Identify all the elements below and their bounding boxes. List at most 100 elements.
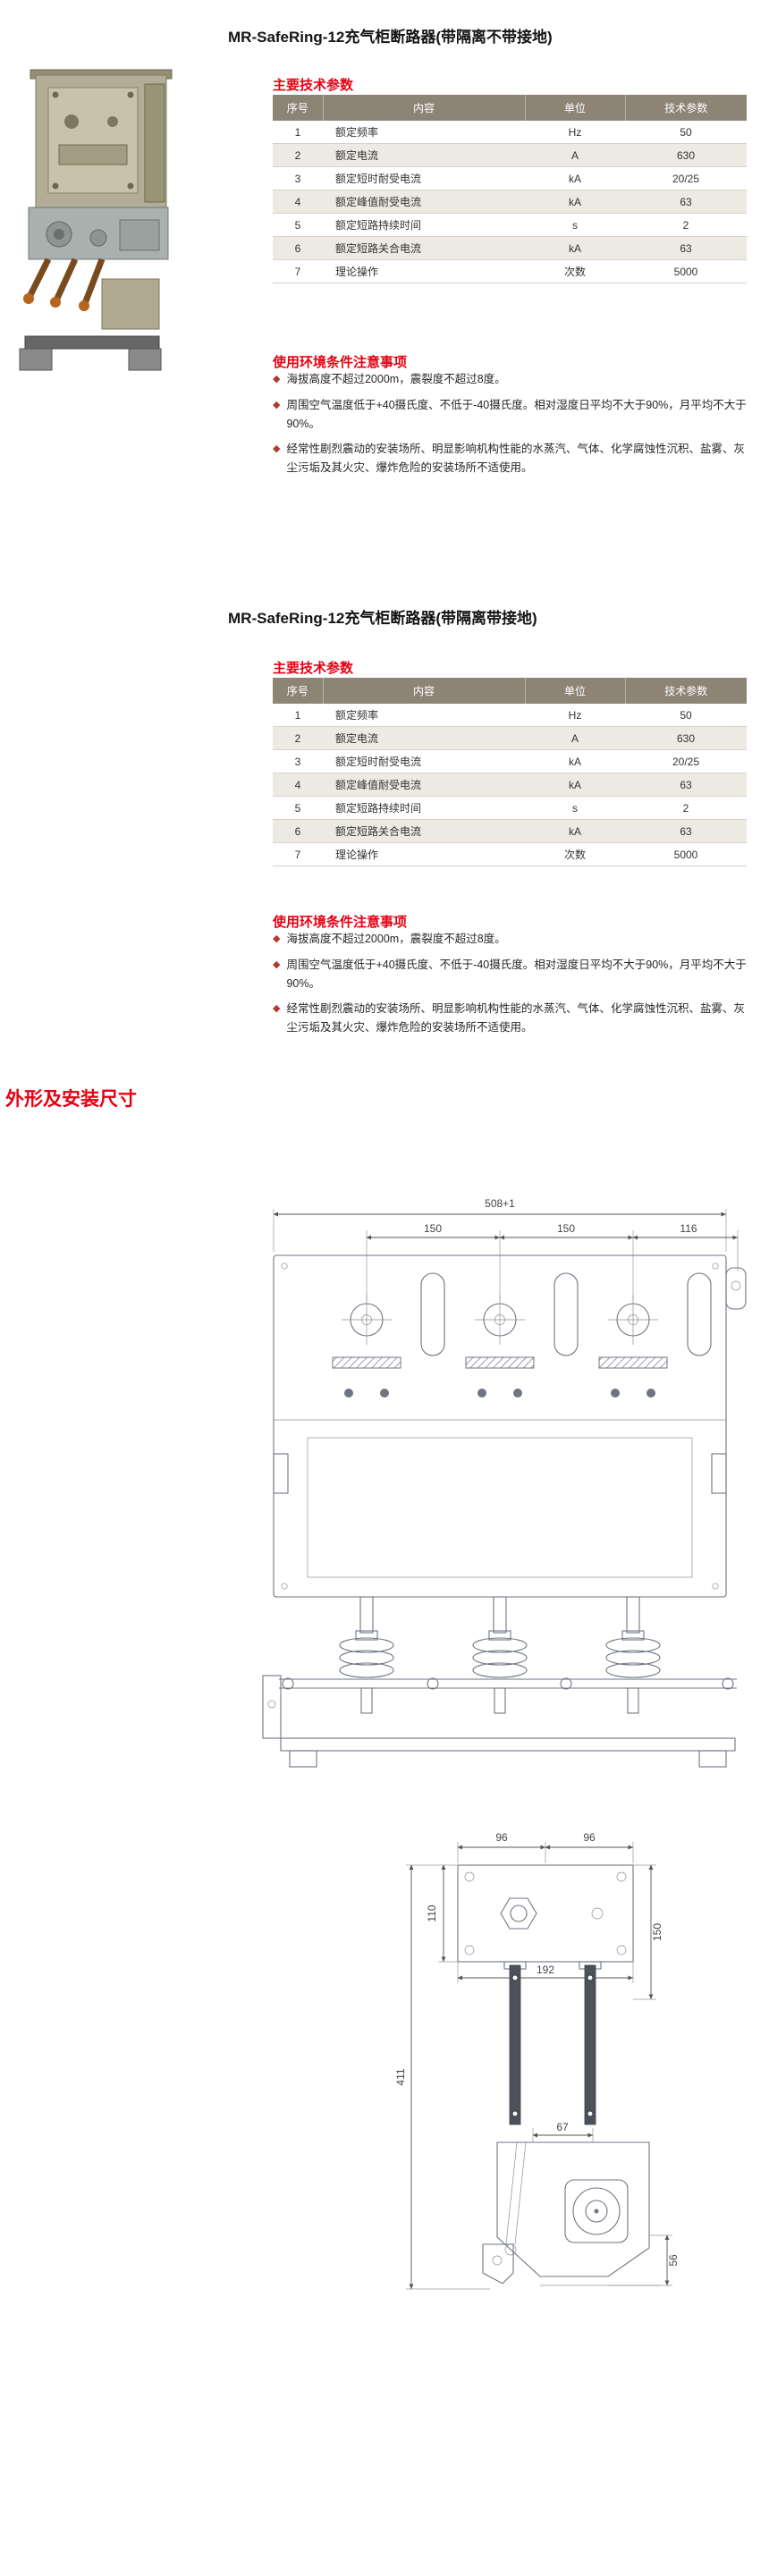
cell-unit: kA	[525, 166, 625, 190]
note-item: ◆ 经常性剧烈震动的安装场所、明显影响机构性能的水蒸汽、气体、化学腐蚀性沉积、盐…	[273, 440, 756, 477]
params-heading-2: 主要技术参数	[273, 661, 354, 677]
diamond-bullet-icon: ◆	[273, 374, 281, 384]
note-text: 经常性剧烈震动的安装场所、明显影响机构性能的水蒸汽、气体、化学腐蚀性沉积、盐雾、…	[286, 443, 745, 474]
diamond-bullet-icon: ◆	[273, 399, 281, 410]
cell-index: 3	[273, 166, 323, 190]
cell-value: 5000	[625, 259, 747, 283]
dim-bottom-height: 56	[667, 2254, 680, 2267]
cell-value: 20/25	[625, 749, 747, 773]
env-heading-1: 使用环境条件注意事项	[273, 355, 408, 371]
cell-content: 额定短时耐受电流	[323, 749, 525, 773]
cell-index: 5	[273, 213, 323, 237]
cell-content: 额定短路关合电流	[323, 236, 525, 260]
params-table-2: 序号 内容 单位 技术参数 1 额定频率 Hz 50 2 额定电流 A 630 …	[273, 678, 747, 866]
product-title-1: MR-SafeRing-12充气柜断路器(带隔离不带接地)	[228, 29, 553, 46]
note-item: ◆ 海拔高度不超过2000m，震裂度不超过8度。	[273, 930, 756, 949]
col-header-index: 序号	[273, 95, 324, 121]
table-row: 2 额定电流 A 630	[273, 143, 747, 167]
dim-height-right: 150	[651, 1923, 663, 1941]
cell-content: 额定频率	[323, 704, 525, 727]
diamond-bullet-icon: ◆	[273, 933, 281, 944]
cell-unit: kA	[525, 749, 625, 773]
table-row: 1 额定频率 Hz 50	[273, 121, 747, 144]
cell-content: 额定电流	[323, 143, 525, 167]
col-header-index: 序号	[273, 678, 324, 704]
cell-index: 4	[273, 773, 323, 797]
cell-unit: 次数	[525, 259, 625, 283]
outline-heading: 外形及安装尺寸	[5, 1089, 137, 1111]
cell-value: 63	[625, 773, 747, 797]
cell-index: 3	[273, 749, 323, 773]
cell-value: 63	[625, 819, 747, 843]
note-text: 周围空气温度低于+40摄氏度、不低于-40摄氏度。相对湿度日平均不大于90%，月…	[286, 398, 747, 430]
table-row: 6 额定短路关合电流 kA 63	[273, 236, 747, 260]
table-row: 4 额定峰值耐受电流 kA 63	[273, 190, 747, 214]
diamond-bullet-icon: ◆	[273, 443, 281, 455]
cell-index: 1	[273, 704, 323, 727]
cell-content: 理论操作	[323, 259, 525, 283]
cell-value: 63	[625, 190, 747, 214]
params-heading-1: 主要技术参数	[273, 78, 354, 94]
cell-index: 7	[273, 259, 323, 283]
cell-index: 2	[273, 143, 323, 167]
dim-top-right: 96	[583, 1831, 596, 1844]
col-header-content: 内容	[323, 95, 526, 121]
dim-span-left: 150	[424, 1222, 442, 1235]
cell-value: 2	[625, 213, 747, 237]
cell-unit: s	[525, 213, 625, 237]
cell-value: 50	[625, 704, 747, 727]
cell-index: 4	[273, 190, 323, 214]
cell-content: 理论操作	[323, 842, 525, 866]
table-row: 3 额定短时耐受电流 kA 20/25	[273, 166, 747, 190]
col-header-content: 内容	[323, 678, 526, 704]
cell-unit: kA	[525, 236, 625, 260]
cell-unit: Hz	[525, 121, 625, 144]
table-row: 5 额定短路持续时间 s 2	[273, 213, 747, 237]
table-row: 5 额定短路持续时间 s 2	[273, 796, 747, 820]
cell-index: 1	[273, 121, 323, 144]
table-row: 7 理论操作 次数 5000	[273, 259, 747, 283]
cell-content: 额定短路持续时间	[323, 796, 525, 820]
dim-total-height: 411	[394, 2068, 407, 2085]
dim-height-left: 110	[426, 1905, 438, 1921]
cell-index: 7	[273, 842, 323, 866]
cell-index: 6	[273, 236, 323, 260]
cell-unit: kA	[525, 773, 625, 797]
note-item: ◆ 经常性剧烈震动的安装场所、明显影响机构性能的水蒸汽、气体、化学腐蚀性沉积、盐…	[273, 1000, 756, 1036]
cell-content: 额定短路关合电流	[323, 819, 525, 843]
diamond-bullet-icon: ◆	[273, 959, 281, 970]
table-header: 序号 内容 单位 技术参数	[273, 95, 747, 121]
dim-link-width: 67	[556, 2121, 569, 2133]
env-notes-2: ◆ 海拔高度不超过2000m，震裂度不超过8度。 ◆ 周围空气温度低于+40摄氏…	[273, 930, 756, 1036]
cell-index: 2	[273, 726, 323, 750]
cell-content: 额定电流	[323, 726, 525, 750]
note-text: 经常性剧烈震动的安装场所、明显影响机构性能的水蒸汽、气体、化学腐蚀性沉积、盐雾、…	[286, 1002, 745, 1034]
cell-value: 630	[625, 143, 747, 167]
cell-index: 5	[273, 796, 323, 820]
table-row: 3 额定短时耐受电流 kA 20/25	[273, 749, 747, 773]
note-text: 周围空气温度低于+40摄氏度、不低于-40摄氏度。相对湿度日平均不大于90%，月…	[286, 958, 747, 990]
product-photo-image	[19, 69, 173, 371]
table-header: 序号 内容 单位 技术参数	[273, 678, 747, 704]
col-header-value: 技术参数	[625, 95, 747, 121]
table-row: 7 理论操作 次数 5000	[273, 842, 747, 866]
note-item: ◆ 周围空气温度低于+40摄氏度、不低于-40摄氏度。相对湿度日平均不大于90%…	[273, 956, 756, 992]
product-title-2: MR-SafeRing-12充气柜断路器(带隔离带接地)	[228, 610, 537, 628]
cell-value: 20/25	[625, 166, 747, 190]
cell-index: 6	[273, 819, 323, 843]
dim-span-right: 150	[557, 1222, 575, 1235]
cell-unit: kA	[525, 190, 625, 214]
dim-plate-width: 192	[537, 1964, 554, 1976]
dim-side-offset: 116	[680, 1222, 697, 1235]
note-text: 海拔高度不超过2000m，震裂度不超过8度。	[286, 373, 506, 385]
diamond-bullet-icon: ◆	[273, 1003, 281, 1015]
col-header-value: 技术参数	[625, 678, 747, 704]
env-heading-2: 使用环境条件注意事项	[273, 915, 408, 931]
params-table-1: 序号 内容 单位 技术参数 1 额定频率 Hz 50 2 额定电流 A 630 …	[273, 95, 747, 283]
cell-content: 额定短时耐受电流	[323, 166, 525, 190]
cell-unit: A	[525, 726, 625, 750]
col-header-unit: 单位	[525, 678, 626, 704]
table-row: 6 额定短路关合电流 kA 63	[273, 819, 747, 843]
dim-top-left: 96	[495, 1831, 508, 1844]
